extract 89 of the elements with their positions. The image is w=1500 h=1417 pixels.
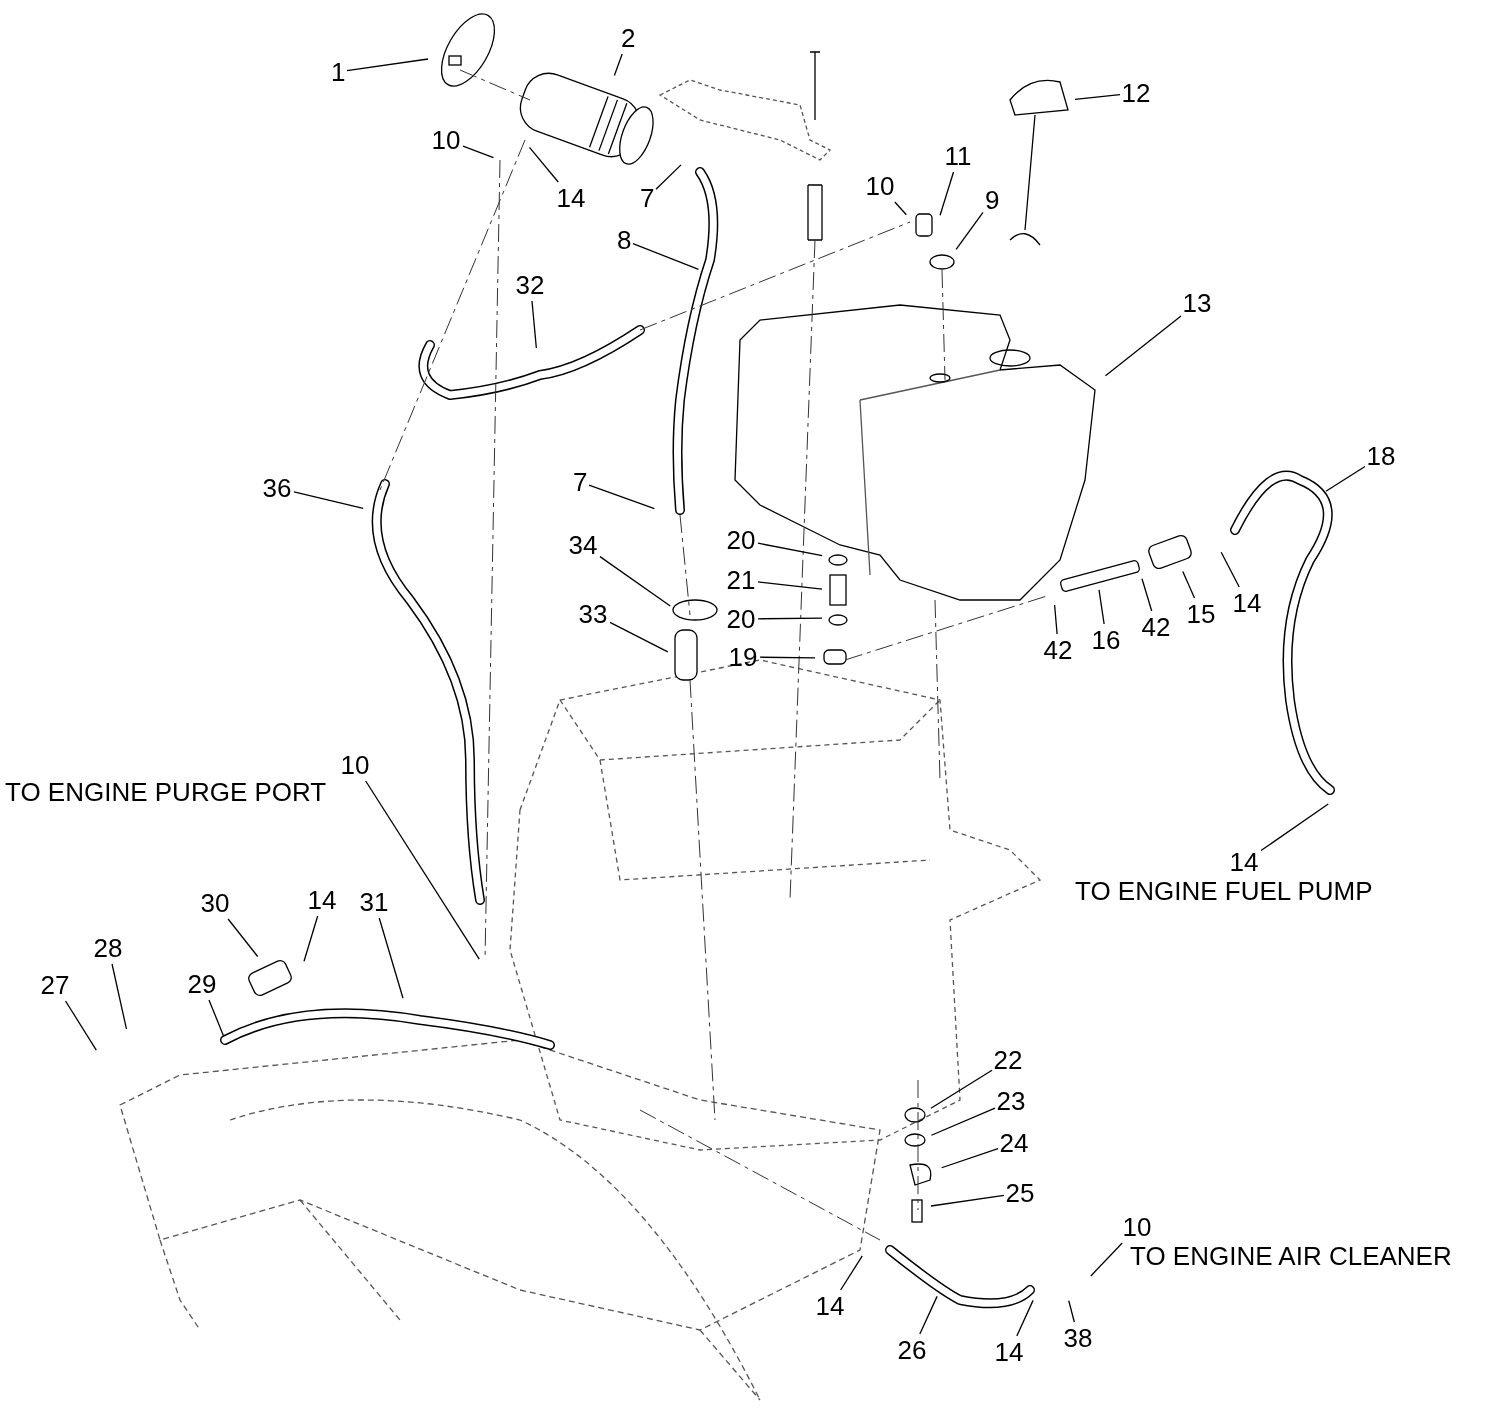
leader-line [919, 1295, 938, 1335]
callout-number: 26 [897, 1336, 927, 1364]
leader-line [1098, 589, 1105, 625]
leader-line [208, 999, 224, 1037]
callout-number: 24 [999, 1129, 1029, 1157]
leader-line [894, 201, 907, 216]
leader-line [1182, 570, 1196, 599]
callout-number: 36 [262, 474, 292, 502]
leader-line [528, 146, 559, 183]
leader-line [1090, 1242, 1123, 1277]
leader-line [227, 918, 259, 958]
callout-number: 10 [865, 172, 895, 200]
leader-line [346, 58, 429, 72]
callout-number: 34 [568, 531, 598, 559]
callout-number: 23 [996, 1087, 1026, 1115]
callout-number: 42 [1043, 636, 1073, 664]
leader-line [955, 211, 984, 250]
leader-line [930, 1194, 1005, 1207]
callout-number: 10 [340, 751, 370, 779]
leader-line [609, 621, 669, 653]
callout-number: 22 [993, 1046, 1023, 1074]
leader-line [655, 164, 682, 190]
callout-number: 32 [515, 271, 545, 299]
callout-number: 21 [726, 566, 756, 594]
callout-number: 20 [726, 605, 756, 633]
callout-number: 9 [985, 186, 1000, 214]
leader-line [293, 491, 364, 510]
callout-number: 12 [1121, 79, 1151, 107]
destination-note: TO ENGINE AIR CLEANER [1130, 1242, 1452, 1270]
callout-number: 28 [93, 934, 123, 962]
leader-line [1068, 1300, 1075, 1323]
callout-number: 42 [1141, 613, 1171, 641]
callout-number: 14 [815, 1292, 845, 1320]
leader-line [303, 915, 319, 962]
leader-line [613, 53, 623, 77]
callout-number: 11 [944, 142, 972, 170]
leader-line [378, 917, 404, 999]
callout-number: 7 [640, 184, 655, 212]
leader-line [1053, 604, 1058, 635]
callout-number: 8 [617, 226, 632, 254]
leader-line [941, 1147, 999, 1169]
callout-number: 27 [40, 971, 70, 999]
callout-number: 30 [200, 889, 230, 917]
leader-line [1016, 1299, 1034, 1337]
leader-line [757, 617, 823, 620]
leader-line [1074, 94, 1121, 100]
callout-number: 10 [431, 126, 461, 154]
callout-number: 31 [359, 888, 389, 916]
leader-line [111, 963, 128, 1030]
leader-line [462, 145, 495, 159]
leader-line [1104, 315, 1182, 377]
destination-note: TO ENGINE FUEL PUMP [1075, 877, 1373, 905]
callout-number: 20 [726, 526, 756, 554]
callout-number: 19 [728, 643, 758, 671]
callout-number: 7 [573, 468, 588, 496]
leader-line [759, 656, 816, 659]
leader-line [1325, 465, 1366, 492]
callout-number: 14 [994, 1338, 1024, 1366]
leader-line [365, 780, 480, 960]
leader-line [930, 1107, 996, 1136]
callout-number: 14 [556, 184, 586, 212]
leader-line [939, 171, 955, 216]
callout-number: 29 [187, 970, 217, 998]
leader-line [1260, 803, 1329, 852]
callout-number: 33 [578, 600, 608, 628]
callout-number: 1 [331, 58, 346, 86]
leader-line [840, 1255, 863, 1291]
callout-number: 13 [1182, 289, 1212, 317]
leader-line [1141, 578, 1153, 612]
leader-line [930, 1069, 993, 1109]
callout-number: 10 [1122, 1213, 1152, 1241]
callout-number: 14 [1232, 589, 1262, 617]
destination-note: TO ENGINE PURGE PORT [5, 778, 327, 806]
callout-number: 14 [1229, 848, 1259, 876]
leader-line [1220, 551, 1240, 588]
callout-number: 38 [1063, 1324, 1093, 1352]
callout-number: 16 [1091, 626, 1121, 654]
callout-number: 25 [1005, 1179, 1035, 1207]
leader-line [64, 1000, 97, 1051]
callout-number: 18 [1366, 442, 1396, 470]
callout-number: 15 [1186, 600, 1216, 628]
leader-line [588, 484, 656, 510]
leader-line [531, 300, 537, 349]
leader-line [757, 581, 823, 590]
leader-line [599, 555, 671, 607]
leader-line [632, 242, 700, 271]
callout-number: 14 [307, 886, 337, 914]
leader-line [757, 542, 823, 557]
callout-number: 2 [621, 24, 636, 52]
